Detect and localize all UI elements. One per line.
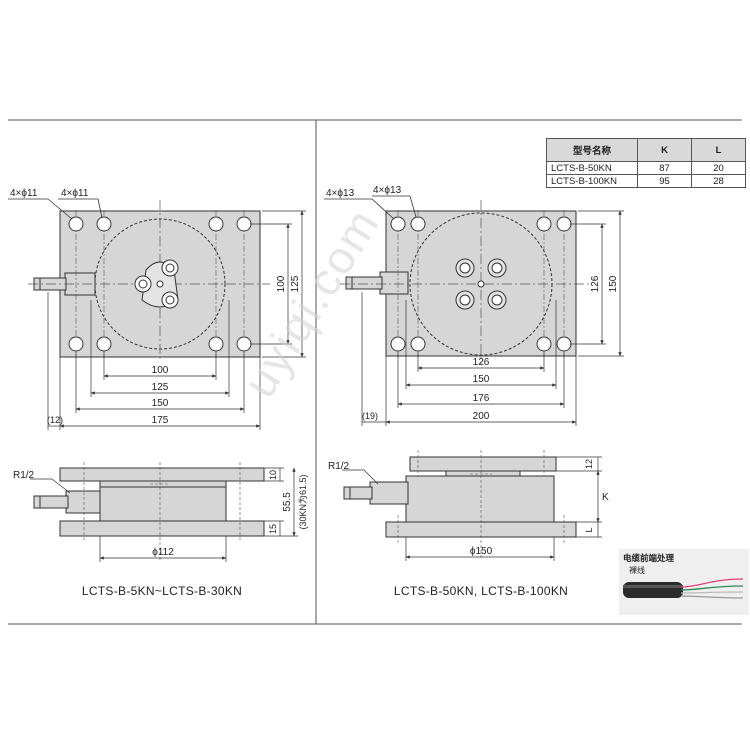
left-dim-10: 10 (268, 470, 278, 480)
left-dim-phi112: ϕ112 (152, 547, 174, 558)
sheet-frame (8, 119, 742, 625)
right-outer-hole-label: 4×ϕ13 (326, 188, 355, 199)
cable-note-subtitle: 裸线 (629, 566, 645, 575)
mount-hole (96, 216, 112, 232)
left-outer-hole-label: 4×ϕ11 (10, 188, 38, 199)
spec-table-header: 型号名称 K L (546, 138, 746, 162)
left-horizontal-dims (47, 292, 261, 430)
right-horizontal-dims (361, 292, 577, 426)
cable-end-note: 电缆前端处理 裸线 (619, 549, 749, 615)
header-l: L (691, 138, 746, 162)
cable-wires (680, 578, 744, 599)
cell-l: 20 (691, 161, 746, 175)
cable-illustration (623, 578, 744, 599)
right-dim-phi150: ϕ150 (470, 546, 493, 557)
table-row: LCTS-B-50KN 87 20 (546, 161, 746, 175)
right-hole-leaders (324, 195, 417, 220)
mount-hole (68, 216, 84, 232)
right-inner-hole-label: 4×ϕ13 (373, 185, 402, 196)
cable-wire (680, 591, 744, 594)
right-dim-12: 12 (584, 459, 594, 469)
right-thread-label: R1/2 (328, 461, 350, 472)
left-dim-175h: 175 (152, 415, 169, 426)
cable-wire (680, 585, 744, 591)
left-dim-100h: 100 (152, 365, 169, 376)
cable-highlight (623, 585, 683, 588)
left-dim-125v: 125 (290, 275, 301, 292)
left-top-view (28, 200, 270, 362)
mount-hole (68, 336, 84, 352)
cell-model: LCTS-B-100KN (546, 174, 638, 188)
left-thread-label: R1/2 (13, 470, 35, 481)
right-labels: 4×ϕ13 4×ϕ13 126 150 176 200 (19) 126 150… (326, 185, 619, 598)
right-dim-126h: 126 (473, 357, 490, 368)
spec-table: 型号名称 K L LCTS-B-50KN 87 20 LCTS-B-100KN … (546, 138, 746, 188)
header-model: 型号名称 (546, 138, 638, 162)
right-caption: LCTS-B-50KN, LCTS-B-100KN (394, 584, 568, 598)
right-side-view (343, 450, 577, 560)
cable-wire (680, 595, 744, 599)
left-dim-30kn: (30KN为61.5) (297, 474, 308, 529)
right-vertical-dims (570, 210, 624, 357)
cell-l: 28 (691, 174, 746, 188)
left-dim-125h: 125 (152, 382, 169, 393)
left-side-dims (30, 467, 298, 562)
cell-model: LCTS-B-50KN (546, 161, 638, 175)
left-dim-55-5: 55.5 (282, 492, 293, 512)
cable-wire (680, 578, 744, 588)
right-dim-176h: 176 (473, 393, 490, 404)
mount-hole (208, 216, 224, 232)
mount-hole (236, 216, 252, 232)
table-row: LCTS-B-100KN 95 28 (546, 174, 746, 188)
right-dim-k: K (602, 492, 609, 503)
right-dim-200h: 200 (473, 411, 490, 422)
left-caption: LCTS-B-5KN~LCTS-B-30KN (82, 584, 242, 598)
right-dim-l: L (584, 527, 594, 532)
left-dim-100v: 100 (276, 275, 287, 292)
cable-note-title: 电缆前端处理 (623, 553, 675, 563)
header-k: K (637, 138, 692, 162)
right-top-view (340, 200, 590, 364)
right-side-dims (342, 456, 602, 561)
cell-k: 95 (637, 174, 692, 188)
left-dim-15: 15 (268, 524, 278, 534)
right-dim-150v: 150 (608, 275, 619, 292)
left-vertical-dims (250, 210, 306, 358)
left-side-view (33, 462, 265, 560)
right-dim-150h: 150 (473, 374, 490, 385)
right-dim-19: (19) (362, 411, 378, 421)
left-hole-leaders (8, 198, 103, 220)
left-dim-150h: 150 (152, 398, 169, 409)
left-dim-12: (12) (47, 415, 63, 425)
cell-k: 87 (637, 161, 692, 175)
mount-hole (208, 336, 224, 352)
right-dim-126v: 126 (590, 275, 601, 292)
left-labels: 4×ϕ11 4×ϕ11 100 125 150 175 (12) 100 125… (10, 188, 308, 598)
mount-hole (96, 336, 112, 352)
cable-jacket (623, 582, 683, 598)
left-inner-hole-label: 4×ϕ11 (61, 188, 89, 199)
